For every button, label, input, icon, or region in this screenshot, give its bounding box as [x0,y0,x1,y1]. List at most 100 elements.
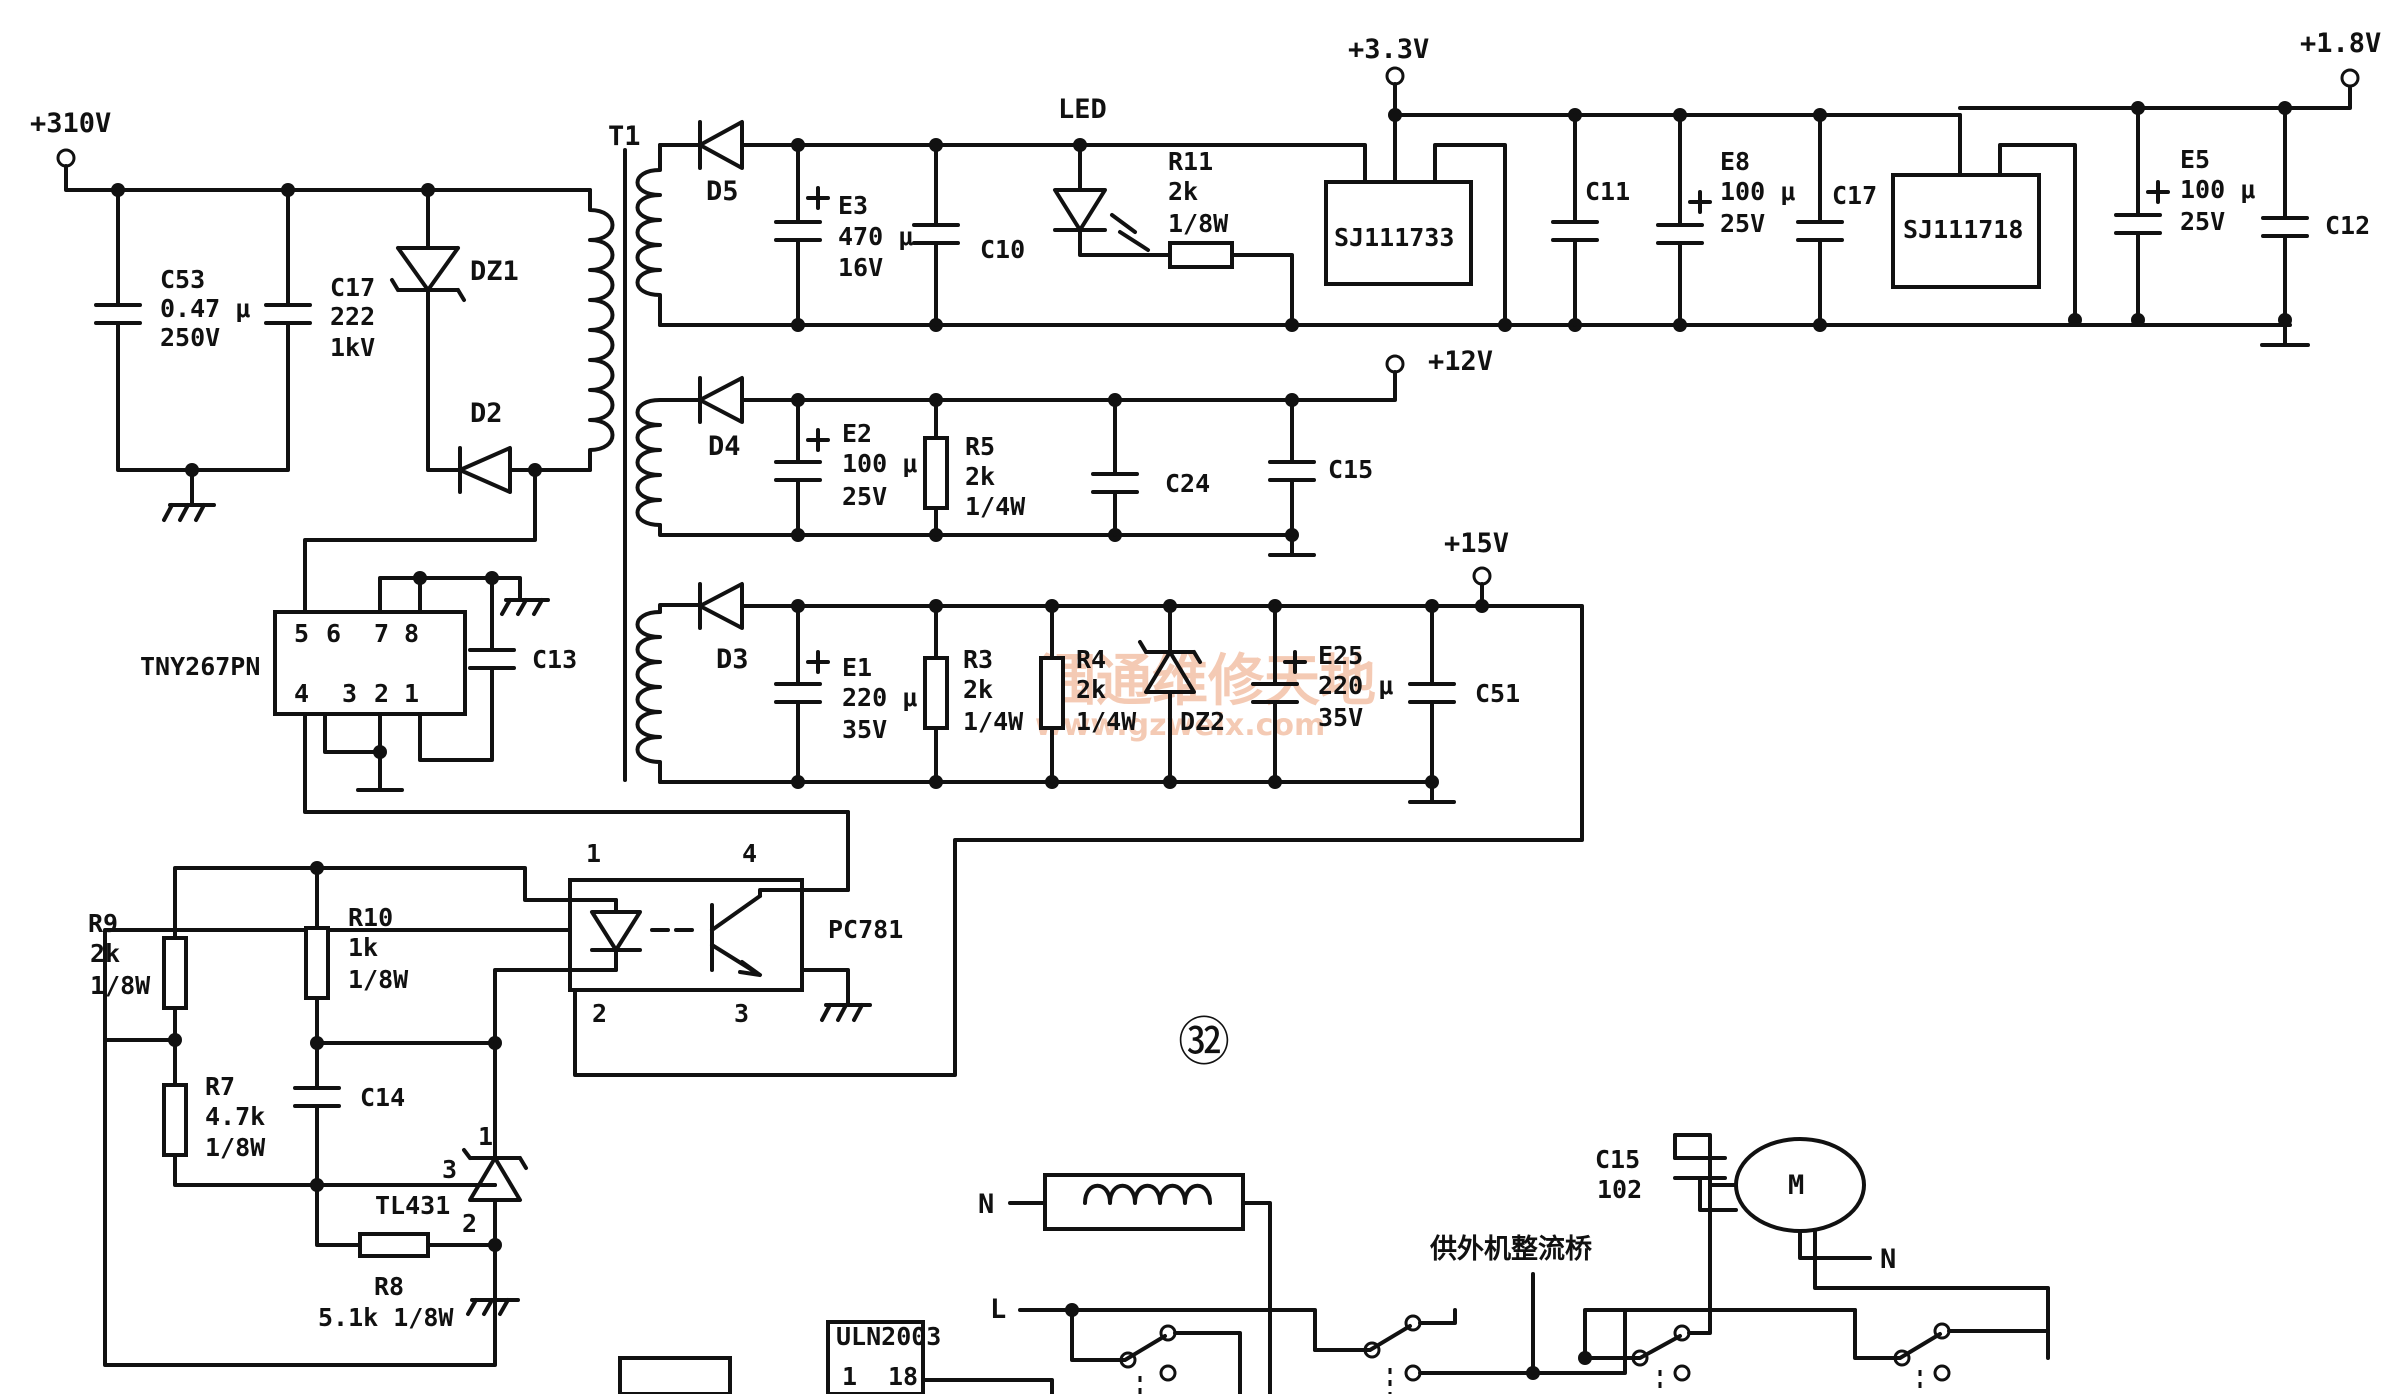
E3-voltage: 16V [838,253,883,282]
LED-label: LED [1058,94,1107,125]
section-3v3-1v8: D5 E3 470 μ 16V C10 LED R11 2k 1/8W SJ11… [635,28,2381,347]
E2-name: E2 [842,419,872,448]
TNY267PN-label: TNY267PN [140,652,260,681]
R3-value: 2k [963,675,993,704]
tl-pin-3: 3 [442,1155,457,1184]
E25-value: 220 μ [1318,671,1393,700]
E8-voltage: 25V [1720,209,1765,238]
C15a-label: C15 [1328,455,1373,484]
label-15v: +15V [1444,528,1509,559]
tny-pin-6: 6 [326,619,341,648]
resistor-R3 [923,656,949,730]
R7-value: 4.7k [205,1102,265,1131]
bridge-note: 供外机整流桥 [1429,1234,1592,1265]
E1-voltage: 35V [842,715,887,744]
capacitor-C53-C17 [94,188,312,472]
R9-power: 1/8W [90,971,151,1000]
label-3v3: +3.3V [1348,34,1429,65]
D2-label: D2 [470,398,503,429]
C13-label: C13 [532,645,577,674]
E8-value: 100 μ [1720,177,1795,206]
resistor-R9 [162,936,188,1010]
secondary-winding-2 [635,398,662,527]
R11-power: 1/8W [1168,209,1229,238]
R10-name: R10 [348,903,393,932]
R7-name: R7 [205,1072,235,1101]
capacitor-E8 [1656,113,1712,327]
E5-value: 100 μ [2180,175,2255,204]
R10-value: 1k [348,933,378,962]
tny-pin-1: 1 [404,679,419,708]
feedback-section: R9 2k 1/8W R7 4.7k 1/8W R10 1k 1/8W C14 … [88,861,528,1367]
figure-number: ㉜ [1178,1013,1230,1073]
secondary-winding-3 [635,610,662,784]
tny-ground [323,712,404,792]
E3-name: E3 [838,191,868,220]
C51-label: C51 [1475,679,1520,708]
SJ111733-label: SJ111733 [1334,223,1454,252]
pc-pin-3: 3 [734,999,749,1028]
capacitor-C15a [1268,398,1316,537]
R8-value: 5.1k 1/8W [318,1303,454,1332]
zener-DZ1 [390,188,466,472]
C15b-name: C15 [1595,1145,1640,1174]
diode-D4 [658,370,1397,424]
C14-label: C14 [360,1083,405,1112]
D3-label: D3 [716,644,749,675]
resistor-R4 [1039,656,1065,730]
tny-wiring [378,576,550,762]
DZ2-label: DZ2 [1180,707,1225,736]
C17a-value: 222 [330,302,375,331]
pc-pin-4: 4 [742,839,757,868]
capacitor-C51 [1408,604,1456,784]
L-label: L [990,1294,1006,1325]
transformer-label: T1 [608,121,641,152]
capacitor-C12 [2260,106,2310,347]
regulator-SJ111733 [1324,180,1473,286]
ic-TNY267PN [273,610,467,716]
tl-pin-2: 2 [462,1209,477,1238]
capacitor-E3 [774,143,830,327]
C15b-value: 102 [1597,1175,1642,1204]
E3-value: 470 μ [838,222,913,251]
R11-name: R11 [1168,147,1213,176]
R3-power: 1/4W [963,707,1024,736]
tny-pin-3: 3 [342,679,357,708]
terminal-310v [56,148,76,168]
diode-D3 [103,582,1584,1077]
capacitor-E1 [774,604,830,784]
C11-label: C11 [1585,177,1630,206]
label-310v: +310V [30,108,111,139]
R3-name: R3 [963,645,993,674]
capacitor-C24 [1091,398,1139,537]
resistor-R7 [162,1083,188,1157]
led-indicator [1053,143,1172,257]
R9-value: 2k [90,939,120,968]
resistor-R5 [923,436,949,510]
block-left [618,1356,732,1394]
resistor-R8 [358,1232,430,1258]
ULN2003-label: ULN2003 [836,1322,941,1351]
C17a-voltage: 1kV [330,333,375,362]
R9-name: R9 [88,909,118,938]
DZ1-label: DZ1 [470,256,519,287]
E8-name: E8 [1720,147,1750,176]
inductor-coil [1083,1183,1212,1205]
C10-label: C10 [980,235,1025,264]
capacitor-E5 [2114,106,2170,322]
N2-label: N [1880,1244,1896,1275]
transformer-primary [533,188,615,472]
R4-power: 1/4W [1076,707,1137,736]
TL431-label: TL431 [375,1191,450,1220]
C24-label: C24 [1165,469,1210,498]
tl-pin-1: 1 [478,1122,493,1151]
E2-voltage: 25V [842,482,887,511]
label-12v: +12V [1428,346,1493,377]
C12-label: C12 [2325,211,2370,240]
R8-name: R8 [374,1272,404,1301]
optocoupler-section: PC781 1 4 2 3 [173,810,903,1045]
R4-value: 2k [1076,675,1106,704]
R4-name: R4 [1076,645,1106,674]
ground-symbol-1 [162,468,216,522]
C53-voltage: 250V [160,323,220,352]
